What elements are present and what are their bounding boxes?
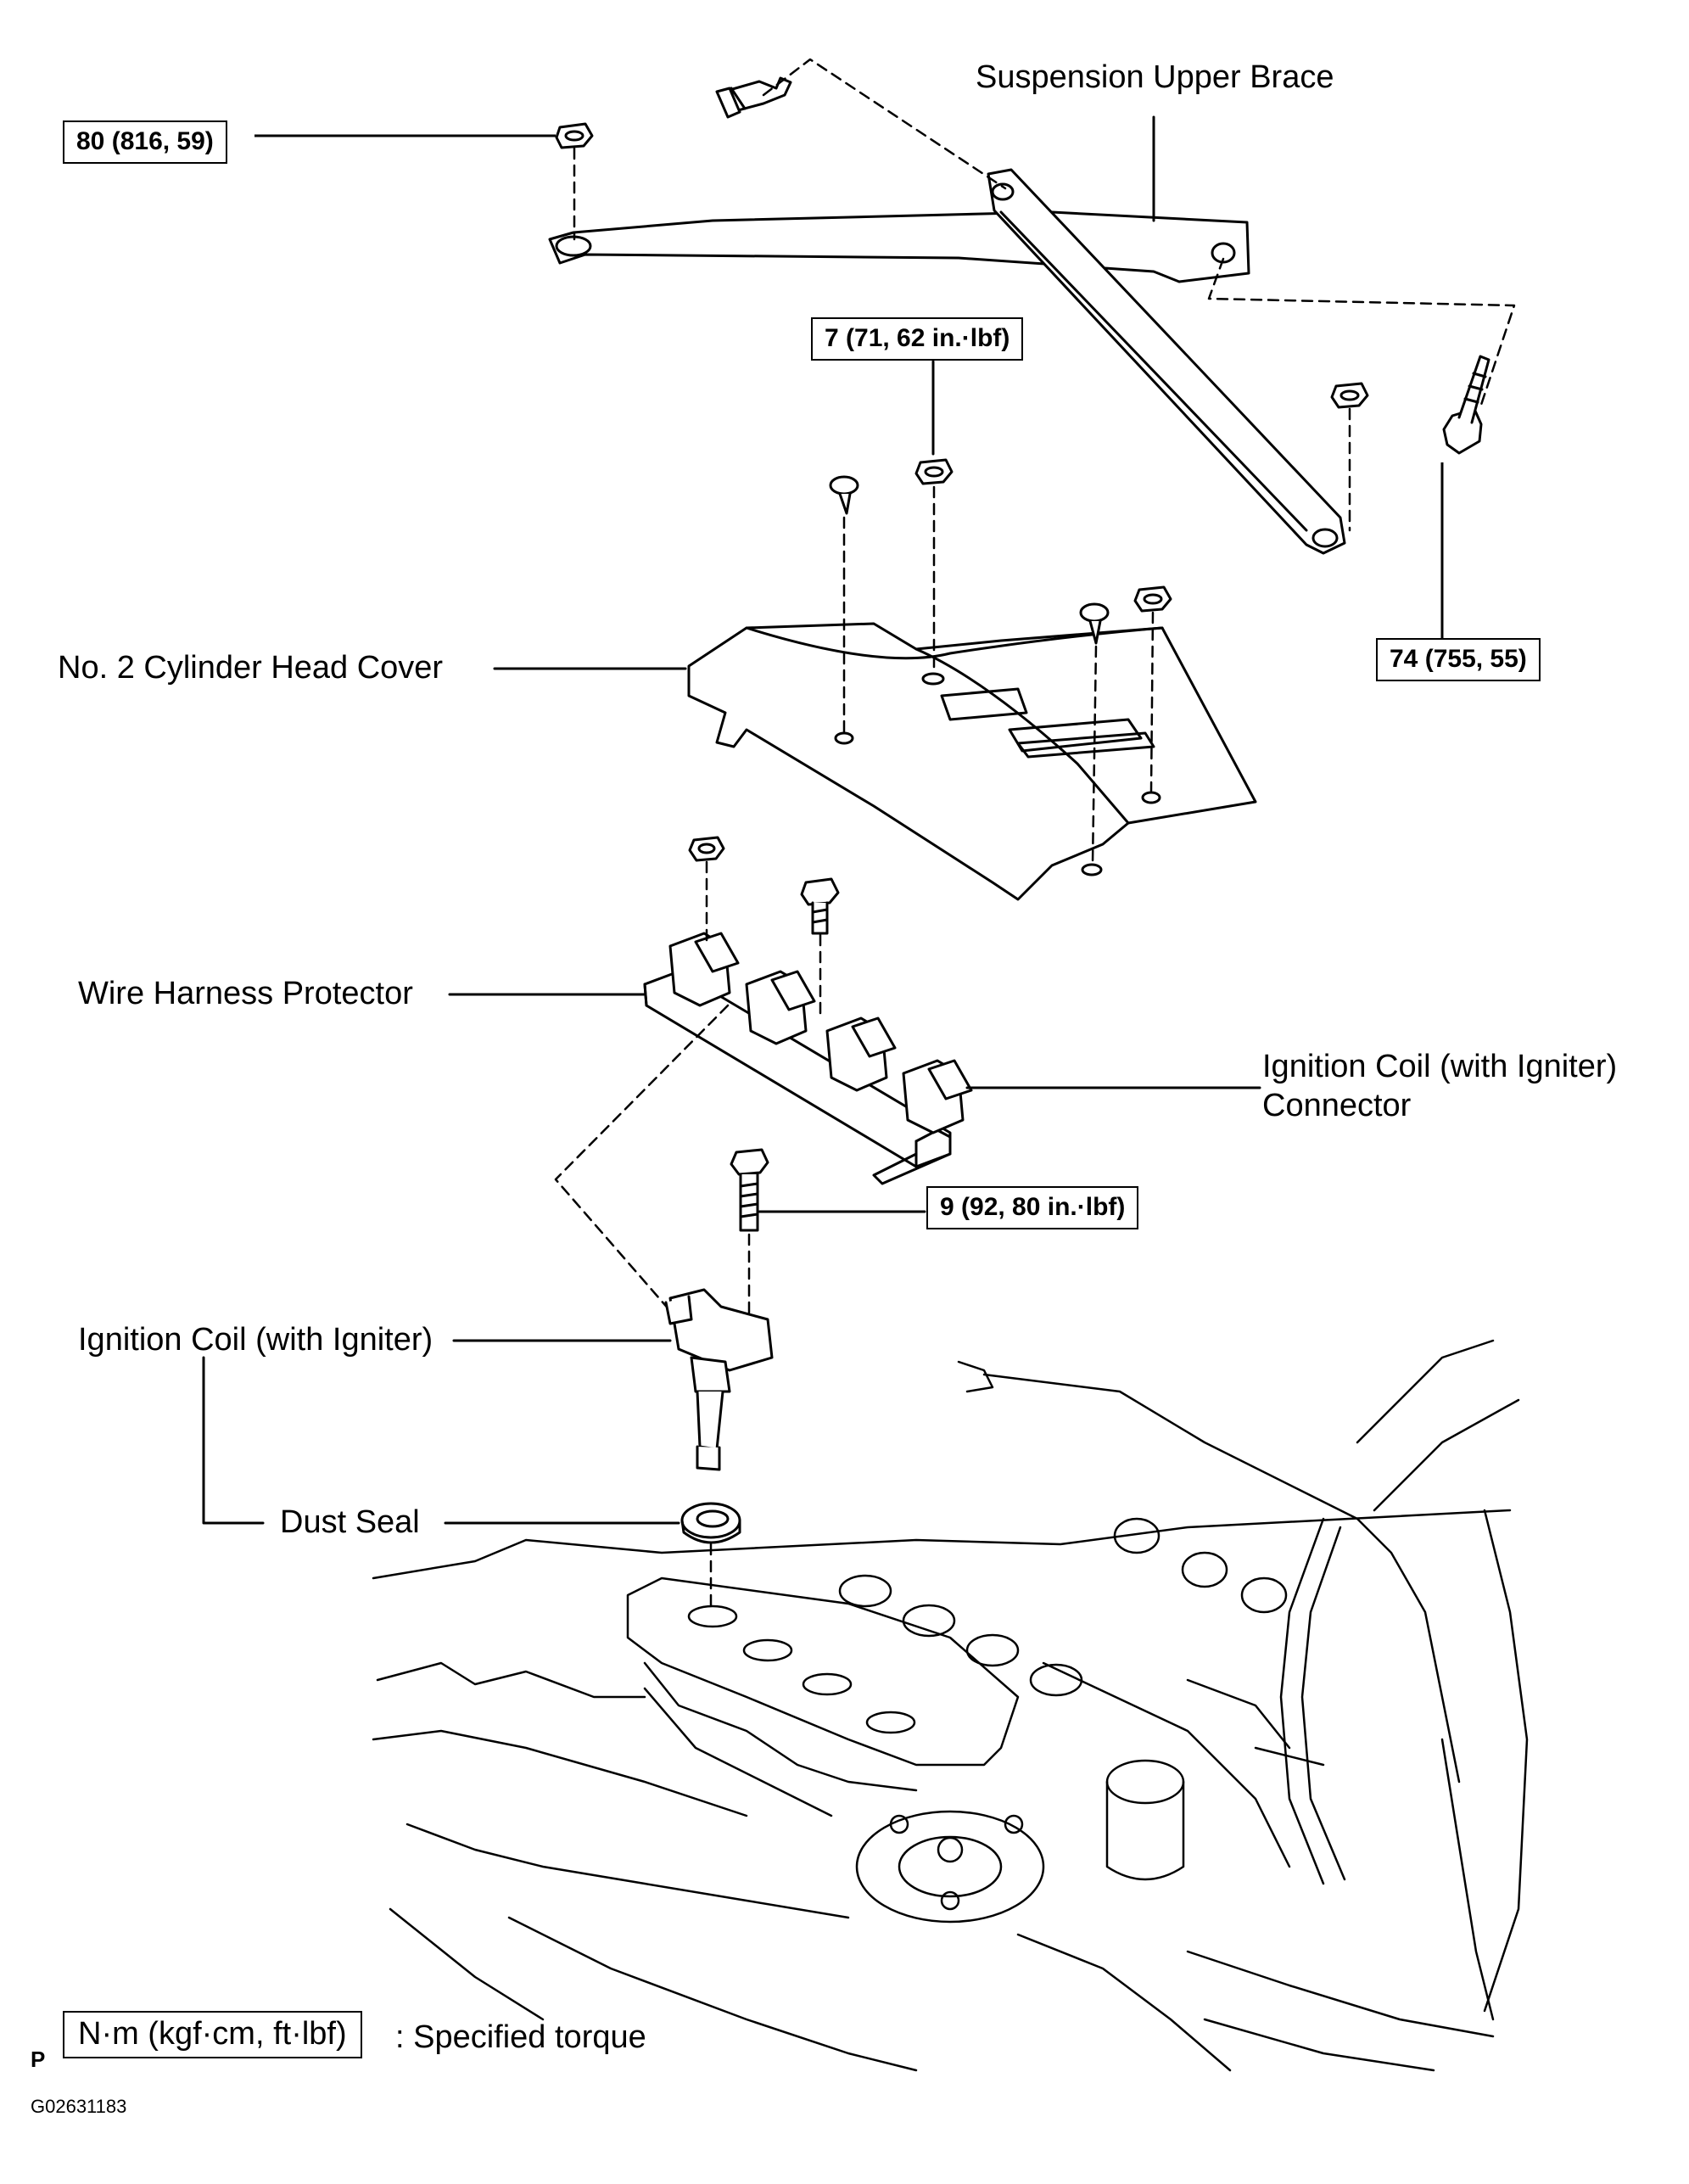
engine-bay-illustration <box>372 1339 1529 2072</box>
label-dust-seal: Dust Seal <box>280 1504 420 1540</box>
label-suspension-upper-brace: Suspension Upper Brace <box>976 59 1334 95</box>
protector-nut-icon <box>688 836 725 862</box>
leader-line-coil-seal-bracket <box>202 1356 265 1525</box>
torque-box-brace-bolt: 74 (755, 55) <box>1376 638 1541 681</box>
protector-bolt-icon <box>800 877 840 935</box>
label-ignition-coil-connector: Ignition Coil (with Igniter) Connector <box>1262 1050 1617 1122</box>
label-no2-cylinder-head-cover: No. 2 Cylinder Head Cover <box>58 650 444 686</box>
cover-nut-right-icon <box>1133 585 1172 613</box>
cover-nut-left-icon <box>914 458 954 485</box>
brace-alignment-lines <box>573 58 1516 532</box>
label-ignition-coil: Ignition Coil (with Igniter) <box>78 1322 433 1358</box>
protector-alignment-lines <box>554 860 822 1313</box>
suspension-upper-brace <box>548 168 1346 555</box>
cover-clip-left-icon <box>829 475 859 515</box>
dust-seal <box>680 1502 741 1544</box>
brace-bolt-right-icon <box>1442 355 1490 455</box>
brace-nut-right-icon <box>1330 382 1369 409</box>
brace-nut-left-icon <box>555 122 594 149</box>
coil-bolt-icon <box>730 1148 769 1232</box>
torque-box-brace-nut: 80 (816, 59) <box>63 120 227 164</box>
legend-text: : Specified torque <box>395 2019 646 2055</box>
label-ignition-coil-connector-line1: Ignition Coil (with Igniter) <box>1262 1049 1618 1084</box>
torque-box-cover-nut: 7 (71, 62 in.·lbf) <box>811 317 1024 361</box>
wire-harness-protector <box>643 932 973 1185</box>
label-wire-harness-protector: Wire Harness Protector <box>78 976 413 1011</box>
page-marker: P <box>31 2047 46 2072</box>
cover-alignment-lines <box>842 485 1155 865</box>
cover-clip-right-icon <box>1079 602 1110 645</box>
brace-bolt-top-icon <box>715 76 792 119</box>
legend-torque-box: N·m (kgf·cm, ft·lbf) <box>63 2011 362 2058</box>
label-ignition-coil-connector-line2: Connector <box>1262 1088 1412 1123</box>
ignition-coil <box>664 1288 774 1471</box>
figure-id: G02631183 <box>31 2096 127 2117</box>
torque-box-coil-bolt: 9 (92, 80 in.·lbf) <box>926 1186 1139 1229</box>
